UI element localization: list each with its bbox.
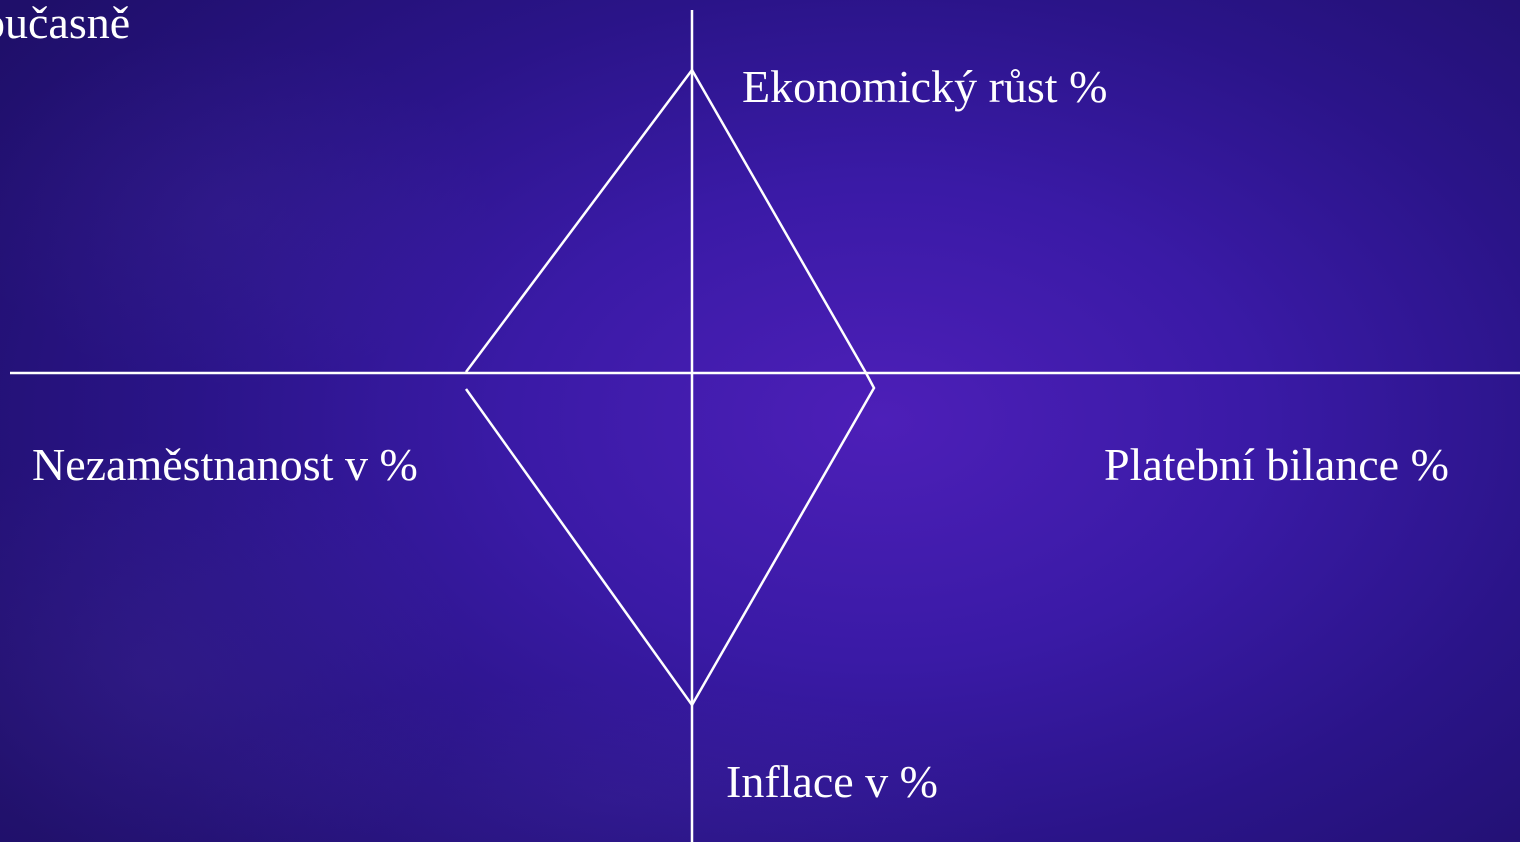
axis-label-economic-growth: Ekonomický růst %: [742, 61, 1108, 112]
axis-label-unemployment: Nezaměstnanost v %: [32, 439, 418, 490]
axis-label-balance-of-payments: Platební bilance %: [1104, 439, 1449, 490]
upper-triangle: [464, 67, 868, 374]
axis-label-inflation: Inflace v %: [726, 756, 938, 807]
slide-heading: oučasně: [0, 0, 131, 48]
lower-triangle: [464, 372, 876, 708]
